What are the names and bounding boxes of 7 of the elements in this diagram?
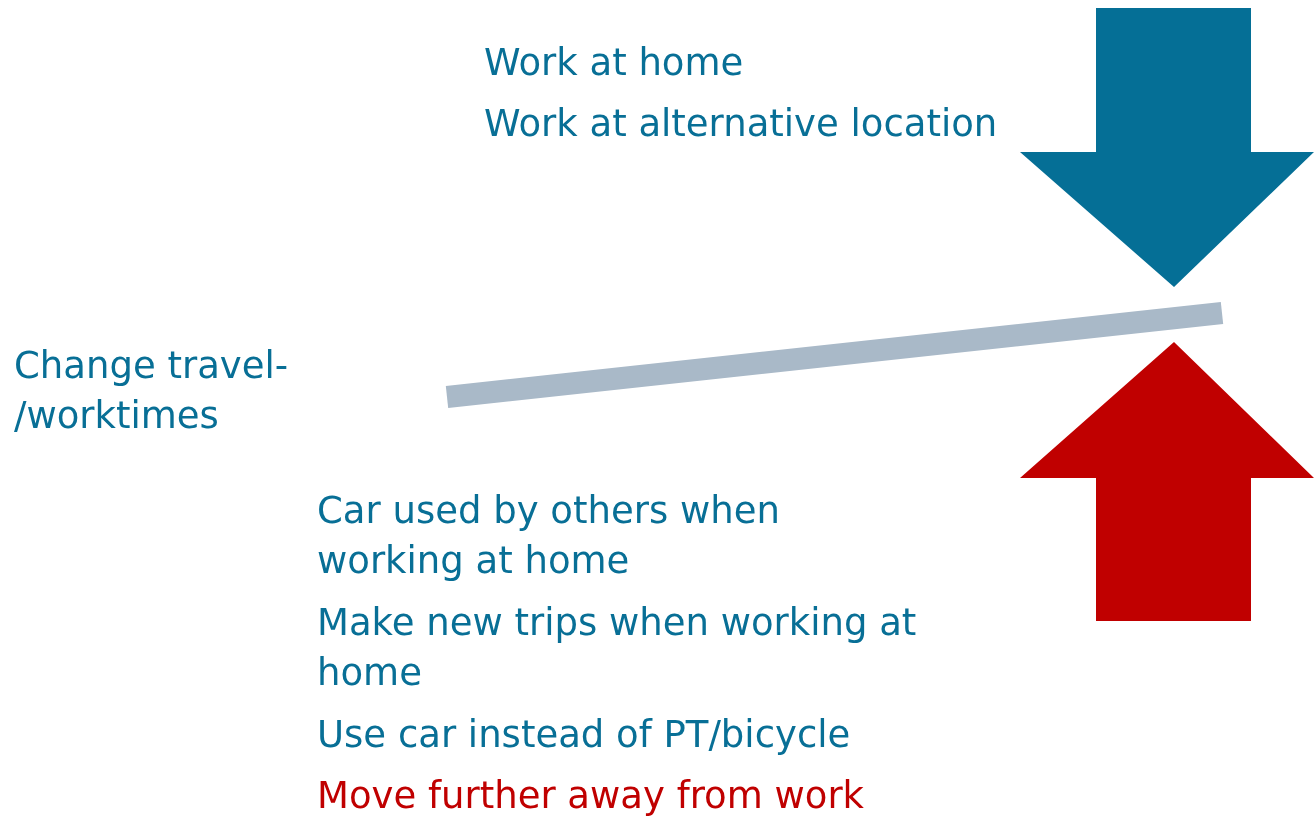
label-text: Make new trips when working at home [317,600,918,696]
label-text: Car used by others when working at home [317,488,781,584]
label-text: Change travel- /worktimes [14,343,290,439]
label-text: Work at alternative location [484,101,999,147]
label-text: Move further away from work [317,773,866,818]
label-text: Use car instead of PT/bicycle [317,712,852,758]
label-text: Work at home [484,40,745,86]
